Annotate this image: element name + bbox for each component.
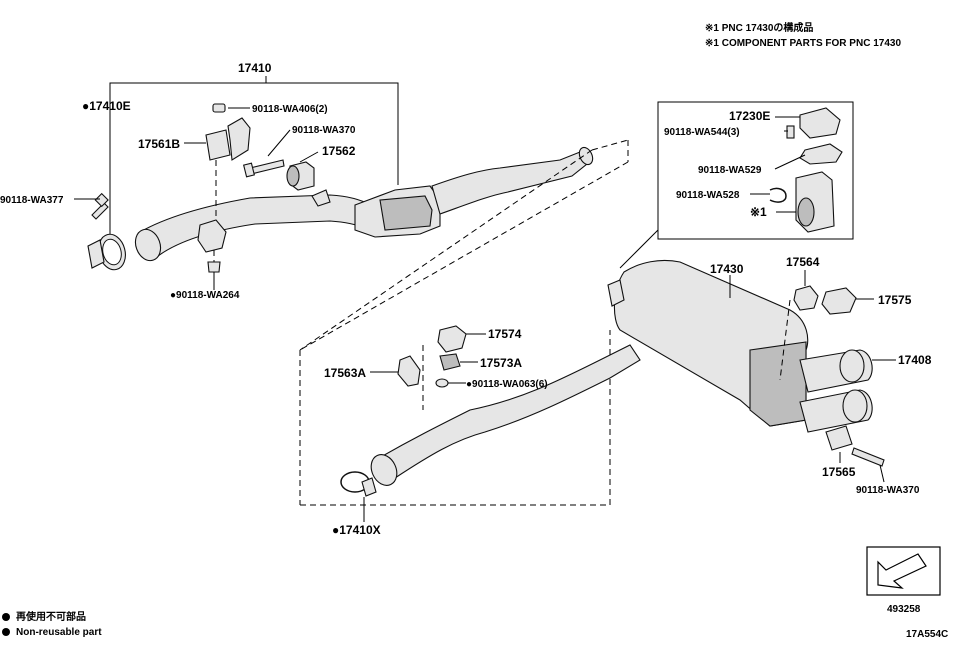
- direction-arrow-icon: [877, 553, 927, 589]
- labels: 17410 ●17410E 90118-WA406(2) 90118-WA370…: [0, 61, 932, 537]
- clip-90118-wa528: [769, 187, 787, 203]
- label-17563a: 17563A: [324, 366, 366, 380]
- front-exhaust-pipe: [134, 146, 594, 262]
- bracket-17575: [821, 287, 857, 315]
- label-90118-wa406: 90118-WA406(2): [252, 104, 328, 115]
- label-90118-wa377: 90118-WA377: [0, 195, 64, 206]
- label-17410x: ●17410X: [332, 523, 381, 537]
- center-pipe-group: [340, 325, 641, 522]
- part-17230e: [799, 107, 841, 139]
- label-90118-wa528: 90118-WA528: [676, 190, 740, 201]
- bolt-90118-wa544: [786, 125, 795, 139]
- non-reusable-dot-icon: [2, 613, 10, 621]
- orientation-arrow-box: 493258: [866, 546, 941, 615]
- label-17430: 17430: [710, 262, 744, 276]
- label-17573a: 17573A: [480, 356, 522, 370]
- label-17564: 17564: [786, 255, 820, 269]
- gasket-90118-wa529: [799, 143, 843, 165]
- bolt-90118-wa406: [212, 103, 226, 113]
- label-ref1: ※1: [750, 205, 767, 219]
- nut-90118-wa264: [207, 250, 221, 273]
- bolt-90118-wa370-lower: [851, 447, 885, 467]
- muffler-17430: [607, 259, 809, 427]
- label-17408: 17408: [898, 353, 932, 367]
- valve-assembly-ref1: [795, 171, 835, 233]
- legend-english: Non-reusable part: [16, 627, 102, 638]
- clamp-17410x: [340, 471, 377, 497]
- diagram-code: 17A554C: [906, 629, 948, 640]
- bolt-90118-wa370-upper: [243, 159, 285, 178]
- label-90118-wa063: ●90118-WA063(6): [466, 379, 548, 390]
- illustration-number: 493258: [887, 604, 921, 615]
- label-17230e: 17230E: [729, 109, 770, 123]
- front-pipe-group: [74, 76, 594, 290]
- note-english: ※1 COMPONENT PARTS FOR PNC 17430: [705, 38, 901, 49]
- label-17561b: 17561B: [138, 137, 180, 151]
- label-17410: 17410: [238, 61, 272, 75]
- bracket-17561b: [205, 117, 251, 161]
- nut-90118-wa063: [435, 378, 449, 388]
- bracket-17574: [437, 325, 467, 353]
- bolt-90118-wa377: [91, 192, 109, 220]
- non-reusable-dot-icon-en: [2, 628, 10, 636]
- bracket-17573a: [439, 353, 461, 371]
- legend-japanese: 再使用不可部品: [16, 610, 86, 623]
- pipe-support-bracket: [197, 219, 227, 253]
- label-17575: 17575: [878, 293, 912, 307]
- front-pipe-group-bracket: [109, 82, 399, 250]
- label-17565: 17565: [822, 465, 856, 479]
- label-17410e: ●17410E: [82, 99, 131, 113]
- label-90118-wa370-lower: 90118-WA370: [856, 485, 920, 496]
- hanger-17564: [793, 285, 819, 311]
- inset-box-17230e: [657, 101, 854, 240]
- tailpipe-group: [607, 101, 896, 483]
- label-17562: 17562: [322, 144, 356, 158]
- tailpipe-tips-17408: [799, 349, 873, 433]
- front-gasket-clamp: [87, 233, 126, 271]
- label-90118-wa264: ●90118-WA264: [170, 290, 240, 301]
- label-90118-wa544: 90118-WA544(3): [664, 127, 740, 138]
- label-90118-wa370-upper: 90118-WA370: [292, 125, 356, 136]
- label-17574: 17574: [488, 327, 522, 341]
- insulator-17565: [825, 425, 853, 451]
- label-90118-wa529: 90118-WA529: [698, 165, 762, 176]
- note-japanese: ※1 PNC 17430の構成品: [705, 21, 813, 34]
- insulator-17562: [286, 161, 315, 191]
- hanger-17563a: [397, 355, 421, 387]
- legend: 再使用不可部品 Non-reusable part: [2, 610, 102, 638]
